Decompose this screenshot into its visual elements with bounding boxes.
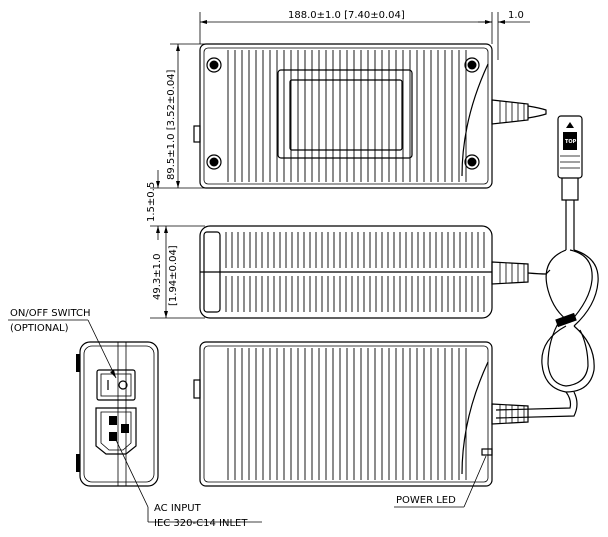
switch-callout-line1: ON/OFF SWITCH (10, 308, 90, 319)
width-dimension: 89.5±1.0 [3.52±0.04] (166, 43, 205, 189)
height-dimension: 49.3±1.0 [1.94±0.04] (150, 226, 205, 319)
length-label: 188.0±1.0 [7.40±0.04] (288, 10, 405, 21)
ac-callout: AC INPUT IEC 320-C14 INLET (115, 439, 262, 529)
side-view (199, 225, 529, 319)
ac-callout-line2: IEC 320-C14 INLET (154, 518, 248, 529)
spacing-dimension: 1.5±0.5 (146, 170, 205, 240)
ac-callout-line1: AC INPUT (154, 503, 202, 514)
on-off-switch (96, 369, 136, 401)
dc-connector: TOP (557, 115, 583, 250)
height-label: 49.3±1.0 (152, 253, 163, 300)
bottom-view (193, 341, 529, 487)
switch-callout: ON/OFF SWITCH (OPTIONAL) (8, 308, 117, 379)
top-view (193, 43, 547, 189)
power-led (481, 448, 493, 456)
length-dimension: 188.0±1.0 [7.40±0.04] 1.0 (199, 10, 530, 60)
led-callout: POWER LED (394, 455, 487, 508)
width-label: 89.5±1.0 [3.52±0.04] (166, 69, 177, 180)
connector-top-label: TOP (565, 139, 577, 145)
iec-inlet (95, 407, 137, 455)
spacing-label: 1.5±0.5 (146, 182, 157, 222)
cable-coil (495, 249, 599, 419)
end-view (76, 341, 159, 487)
led-callout-label: POWER LED (396, 495, 456, 506)
gap-label: 1.0 (508, 10, 524, 21)
switch-callout-line2: (OPTIONAL) (10, 323, 69, 334)
height-inch-label: [1.94±0.04] (168, 245, 179, 306)
